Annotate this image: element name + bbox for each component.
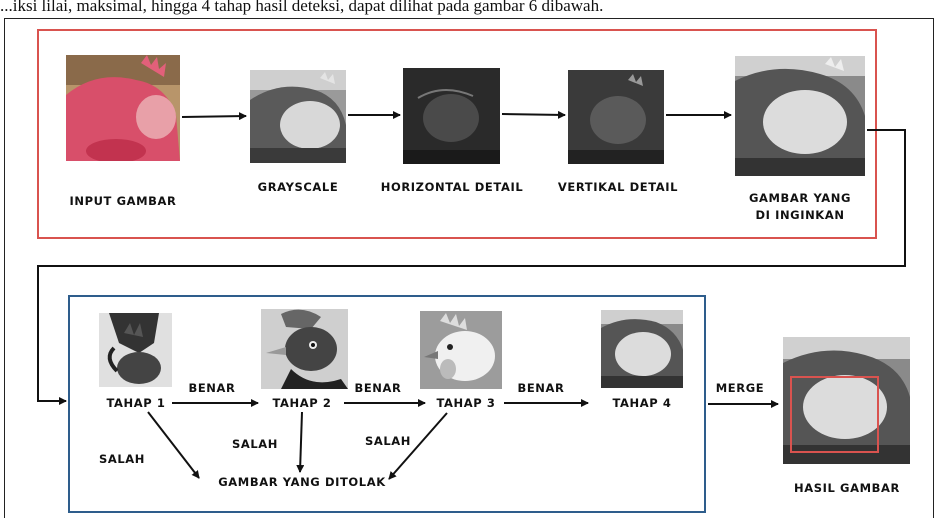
arrow-tahap1-rejected [148, 412, 199, 478]
arrow-horizontal-vertical [502, 114, 565, 115]
arrow-tahap3-rejected [389, 413, 447, 479]
arrow-input-grayscale [182, 116, 246, 117]
arrow-tahap2-rejected [300, 412, 302, 472]
connector-to-stage2 [38, 130, 905, 401]
